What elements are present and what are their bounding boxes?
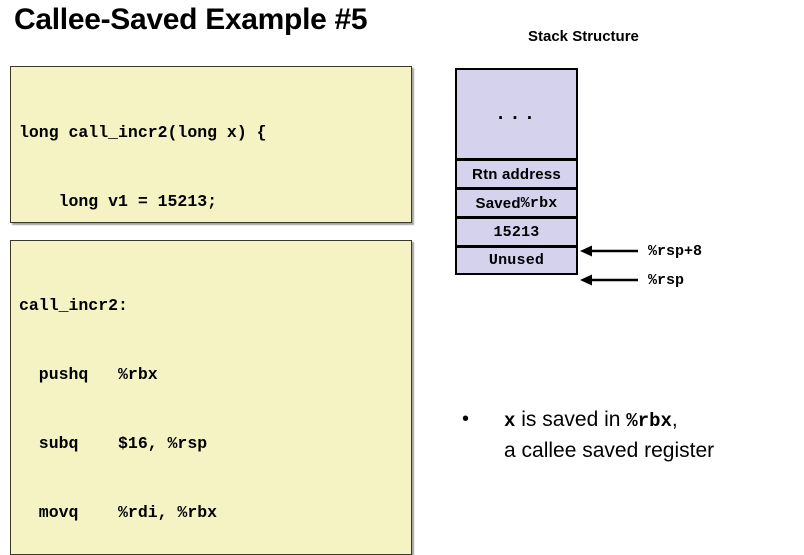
stack-cell-ellipsis: ... — [455, 68, 578, 159]
stack-cell-unused: Unused — [455, 246, 578, 275]
left-arrow-icon — [580, 245, 638, 257]
stack-diagram: ... Rtn address Saved %rbx 15213 Unused — [455, 68, 578, 275]
pointer-rsp-plus-8: %rsp+8 — [580, 242, 703, 260]
bullet-text-comma: , — [671, 408, 678, 431]
asm-code-line: pushq %rbx — [19, 365, 158, 384]
asm-code-line: movq %rdi, %rbx — [19, 503, 218, 522]
stack-cell-return-address: Rtn address — [455, 159, 578, 188]
bullet-code-x: x — [504, 410, 516, 432]
pointer-rsp: %rsp — [580, 271, 685, 289]
assembly-code-box: call_incr2: pushq %rbx subq $16, %rsp mo… — [10, 240, 412, 555]
c-code-line: long call_incr2(long x) { — [19, 123, 267, 142]
stack-cell-label: 15213 — [493, 223, 540, 241]
pointer-label: %rsp — [648, 271, 685, 289]
page-title: Callee-Saved Example #5 — [14, 3, 368, 36]
asm-code-line: call_incr2: — [19, 296, 128, 315]
c-source-code-box: long call_incr2(long x) { long v1 = 1521… — [10, 66, 412, 223]
asm-code-line: subq $16, %rsp — [19, 434, 208, 453]
bullet-code-rbx: %rbx — [626, 410, 672, 432]
stack-cell-label-register: %rbx — [520, 194, 558, 212]
stack-cell-saved-rbx: Saved %rbx — [455, 188, 578, 217]
bullet-text: x is saved in %rbx, a callee saved regis… — [504, 405, 798, 466]
stack-cell-label: Rtn address — [472, 165, 561, 183]
stack-cell-label: Saved — [475, 194, 521, 212]
ellipsis-label: ... — [494, 103, 539, 125]
bullet-marker-icon: • — [462, 408, 470, 430]
stack-cell-label: Unused — [488, 252, 545, 269]
pointer-label: %rsp+8 — [648, 242, 703, 260]
bullet-text-mid: is saved in — [515, 408, 627, 431]
bullet-explanation: • x is saved in %rbx, a callee saved reg… — [462, 405, 798, 466]
c-code-line: long v1 = 15213; — [19, 192, 218, 211]
bullet-text-line2: a callee saved register — [504, 439, 715, 462]
stack-structure-heading: Stack Structure — [528, 28, 639, 45]
left-arrow-icon — [580, 274, 638, 286]
stack-cell-15213: 15213 — [455, 217, 578, 246]
